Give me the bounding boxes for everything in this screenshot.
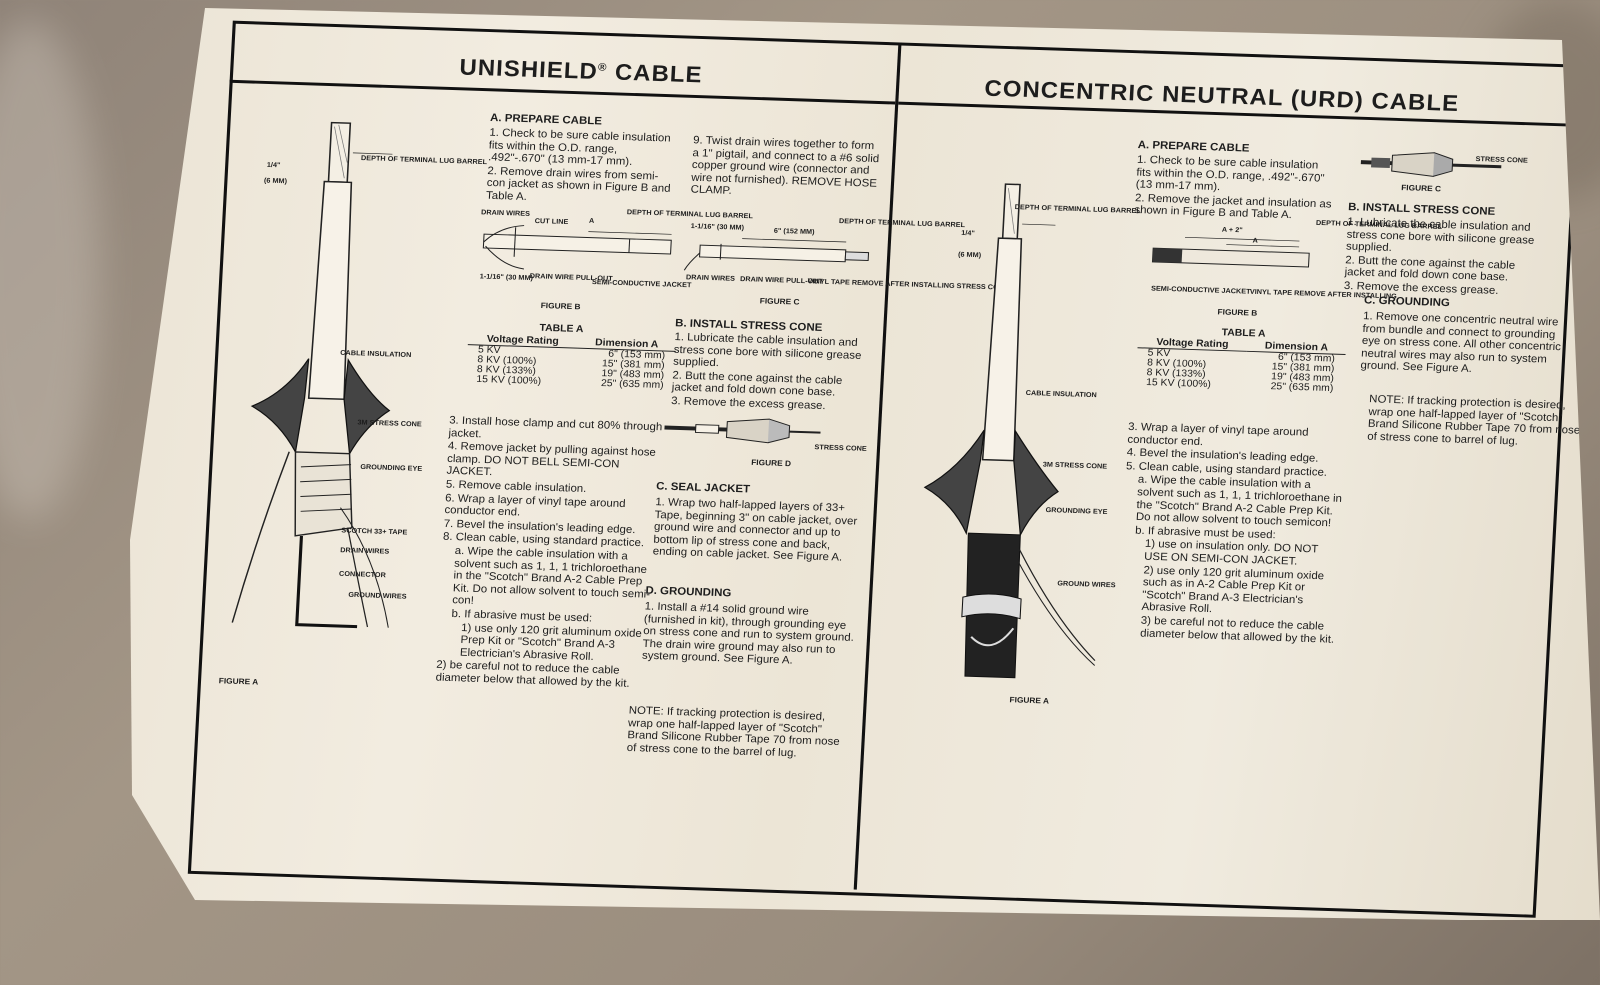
- left-table-a-caption: TABLE A: [539, 322, 584, 336]
- left-substep-b1: 1) use only 120 grit aluminum oxide Prep…: [459, 621, 643, 663]
- right-figure-a-drawing: [923, 183, 1096, 679]
- right-prepare-step-2: 2. Remove the jacket and insulation as s…: [1134, 192, 1332, 222]
- fig-a-label-quarter: 1/4": [266, 161, 281, 170]
- right-figure-b-drawing: [1151, 236, 1310, 268]
- right-fig-b-label-a2: A + 2": [1221, 226, 1243, 235]
- left-note: NOTE: If tracking protection is desired,…: [626, 704, 840, 760]
- right-figure-c-drawing: [1360, 152, 1502, 177]
- left-figure-b-drawing: [482, 225, 672, 270]
- left-figure-a-caption: FIGURE A: [218, 676, 259, 687]
- right-stress-step-1: 1. Lubricate the cable insulation and st…: [1345, 215, 1535, 255]
- left-figure-a-drawing: [231, 121, 393, 629]
- right-note: NOTE: If tracking protection is desired,…: [1366, 393, 1581, 448]
- left-prepare-step-1: 1. Check to be sure cable insulation fit…: [487, 126, 671, 169]
- right-stress-steps: 1. Lubricate the cable insulation and st…: [1344, 216, 1546, 300]
- fig-a-label-connector: CONNECTOR: [338, 570, 386, 580]
- left-substep-a: a. Wipe the cable insulation with a solv…: [451, 544, 651, 608]
- right-figure-c-caption: FIGURE C: [1400, 183, 1442, 194]
- right-prepare-steps: 1. Check to be sure cable insulation fit…: [1134, 154, 1335, 224]
- left-title-suffix: CABLE: [606, 58, 704, 88]
- left-seal-text: 1. Wrap two half-lapped layers of 33+ Ta…: [652, 496, 858, 564]
- left-step-9: 9. Twist drain wires together to form a …: [690, 134, 880, 198]
- left-figure-c-drawing: [683, 238, 870, 271]
- right-substep-b2: 2) use only 120 grit aluminum oxide such…: [1141, 564, 1325, 616]
- left-grounding-text: 1. Install a #14 solid ground wire (furn…: [641, 600, 855, 667]
- left-title-text: UNISHIELD: [458, 53, 599, 84]
- left-figure-b-caption: FIGURE B: [540, 301, 581, 312]
- fig-b-label-cut-line: CUT LINE: [534, 218, 569, 227]
- left-prepare-step-2: 2. Remove drain wires from semi-con jack…: [485, 164, 671, 203]
- left-figure-c-caption: FIGURE C: [759, 296, 800, 307]
- background-fold: [0, 20, 100, 520]
- left-stress-step-1: 1. Lubricate the cable insulation and st…: [672, 331, 862, 370]
- right-fig-a-label-quarter: 1/4": [961, 230, 976, 238]
- right-substep-a: a. Wipe the cable insulation with a solv…: [1135, 473, 1343, 530]
- left-step-4: 4. Remove jacket by pulling against hose…: [446, 440, 657, 479]
- right-fig-a-label-6mm: (6 mm): [957, 251, 982, 260]
- fig-b-label-a: A: [588, 217, 595, 225]
- left-figure-d-drawing: [664, 418, 821, 444]
- right-fig-b-label-a: A: [1252, 237, 1258, 245]
- instruction-plate: UNISHIELD® CABLE DEPTH OF TERMINAL LUG B…: [165, 20, 1581, 920]
- fig-a-label-6mm: (6 mm): [263, 177, 288, 186]
- left-steps-3-8: 3. Install hose clamp and cut 80% throug…: [435, 415, 662, 692]
- right-grounding-text: 1. Remove one concentric neutral wire fr…: [1360, 310, 1562, 376]
- right-table-a-caption: TABLE A: [1221, 327, 1266, 340]
- left-figure-d-caption: FIGURE D: [750, 457, 792, 469]
- left-prepare-steps: 1. Check to be sure cable insulation fit…: [486, 127, 675, 209]
- right-prepare-step-1: 1. Check to be sure cable insulation fit…: [1135, 153, 1325, 194]
- left-stress-steps: 1. Lubricate the cable insulation and st…: [671, 331, 873, 415]
- fig-c-label-6in: 6" (152 mm): [773, 227, 815, 237]
- right-figure-b-caption: FIGURE B: [1217, 307, 1258, 318]
- right-figure-a-caption: FIGURE A: [1009, 695, 1050, 706]
- right-steps-3-5: 3. Wrap a layer of vinyl tape around con…: [1117, 421, 1347, 647]
